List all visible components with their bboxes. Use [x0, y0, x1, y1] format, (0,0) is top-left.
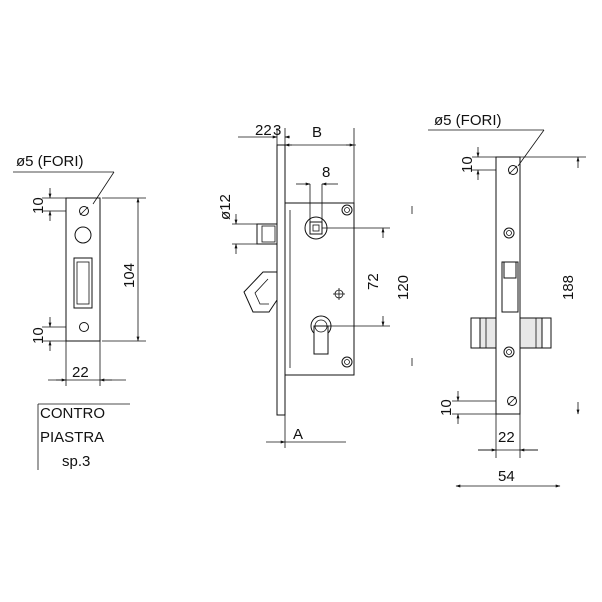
- faceplate-hole-1: [503, 227, 515, 239]
- strike-plate-bottom-offset-label: 10: [30, 327, 47, 344]
- lock-top-screw-icon: [341, 204, 353, 216]
- strike-plate-outline: [65, 197, 101, 342]
- latch-bolt: [256, 223, 278, 245]
- lock-faceplate-strip: [276, 144, 286, 416]
- strike-plate-bottom-screw-icon: [79, 322, 89, 332]
- faceplate-offset-label: 3: [273, 122, 281, 139]
- strike-plate-width-label: 22: [72, 364, 89, 381]
- strike-plate-top-screw-icon: [79, 206, 89, 216]
- faceplate-width-label: 22: [498, 429, 515, 446]
- body-height-label: 120: [395, 275, 412, 300]
- faceplate-length-label: 188: [560, 275, 577, 300]
- faceplate-bottom-offset-label: 10: [438, 399, 455, 416]
- strike-plate-caption-line-2: PIASTRA: [40, 429, 104, 446]
- faceplate-view: ø5 (FORI) 10 10 188 22 54: [428, 112, 586, 488]
- lock-body-view: 22 3 B 8 ø12 72 120 A: [217, 122, 413, 448]
- cylinder-hole-lower: [313, 325, 329, 355]
- faceplate-top-screw-icon: [508, 165, 518, 175]
- latch-diameter-label: ø12: [217, 194, 234, 220]
- strike-plate-holes-label: ø5 (FORI): [16, 153, 84, 170]
- faceplate-holes-label: ø5 (FORI): [434, 112, 502, 129]
- faceplate-hole-2: [503, 346, 515, 358]
- strike-plate-view: ø5 (FORI) 104 10 10 22 CONTRO PIASTRA sp…: [13, 153, 146, 470]
- strike-plate-height-label: 104: [121, 263, 138, 288]
- lock-bottom-screw-icon: [341, 356, 353, 368]
- strike-plate-round-hole: [74, 226, 92, 244]
- faceplate-top-offset-label: 10: [459, 156, 476, 173]
- faceplate-thickness-label: 22: [255, 122, 272, 139]
- strike-plate-latch-opening: [73, 257, 93, 309]
- backset-label: B: [312, 124, 322, 141]
- strike-plate-top-offset-label: 10: [30, 197, 47, 214]
- spindle-size-label: 8: [322, 164, 330, 181]
- width-a-label: A: [293, 426, 303, 443]
- hook-bolt: [243, 271, 278, 313]
- centre-distance-label: 72: [365, 273, 382, 290]
- strike-plate-caption-line-3: sp.3: [62, 453, 90, 470]
- strike-plate-caption-line-1: CONTRO: [40, 405, 105, 422]
- faceplate-bottom-screw-icon: [507, 396, 517, 406]
- faceplate-overall-width-label: 54: [498, 468, 515, 485]
